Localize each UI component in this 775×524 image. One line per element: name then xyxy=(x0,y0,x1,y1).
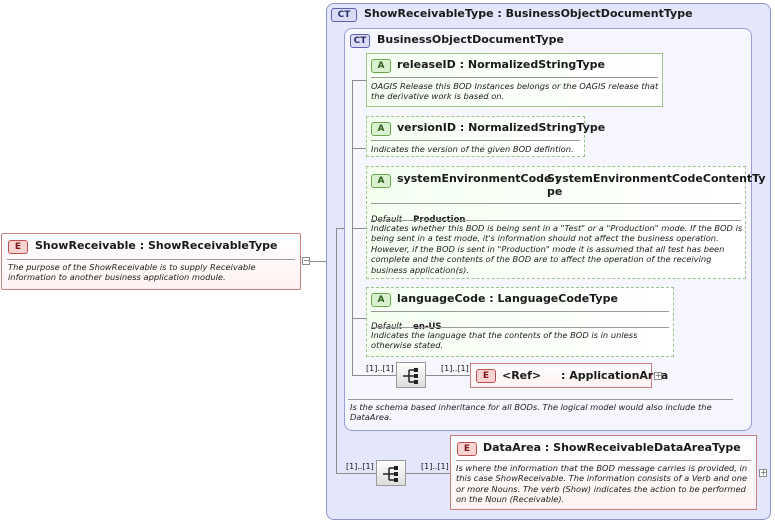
attribute-type-line2: pe xyxy=(547,185,563,198)
attribute-colon: : xyxy=(459,58,465,71)
attribute-type-line1: SystemEnvironmentCodeContentTy xyxy=(547,172,766,185)
attribute-name: languageCode xyxy=(397,292,486,305)
sequence-icon xyxy=(403,368,418,384)
connector-line xyxy=(352,228,366,229)
element-name: DataArea xyxy=(483,441,542,454)
element-badge: E xyxy=(8,240,28,254)
cardinality-label: [1]..[1] xyxy=(421,462,449,471)
root-element-title: ShowReceivable : ShowReceivableType xyxy=(35,239,278,252)
ref-element-title: <Ref> : ApplicationArea xyxy=(502,369,668,382)
element-doc: Is where the information that the BOD me… xyxy=(456,463,748,505)
expand-toggle[interactable]: + xyxy=(654,371,662,380)
sequence-compositor[interactable] xyxy=(376,460,406,486)
attribute-title: languageCode : LanguageCodeType xyxy=(397,292,618,305)
element-badge: E xyxy=(457,442,477,456)
divider xyxy=(371,77,658,78)
divider xyxy=(371,203,741,204)
connector-line xyxy=(426,375,470,376)
root-element-doc: The purpose of the ShowReceivable is to … xyxy=(8,262,256,283)
root-element-box[interactable]: E ShowReceivable : ShowReceivableType Th… xyxy=(1,233,301,290)
element-dataarea[interactable]: E DataArea : ShowReceivableDataAreaType … xyxy=(450,435,757,510)
ref-target: ApplicationArea xyxy=(569,369,669,382)
attribute-doc: Indicates whether this BOD is being sent… xyxy=(371,223,743,275)
connector-line xyxy=(352,80,366,81)
attribute-systemenvironmentcode[interactable]: A systemEnvironmentCode : SystemEnvironm… xyxy=(366,166,766,279)
divider xyxy=(456,460,751,461)
connector-line xyxy=(336,228,337,474)
attribute-badge: A xyxy=(371,122,391,136)
attribute-releaseid[interactable]: A releaseID : NormalizedStringType OAGIS… xyxy=(366,53,663,107)
ref-element-applicationarea[interactable]: E <Ref> : ApplicationArea xyxy=(470,363,668,388)
element-badge: E xyxy=(476,369,496,383)
attribute-type: NormalizedStringType xyxy=(467,58,606,71)
attribute-badge: A xyxy=(371,293,391,307)
divider xyxy=(371,327,669,328)
attribute-doc: Indicates the version of the given BOD d… xyxy=(371,144,574,154)
connector-line xyxy=(336,228,344,229)
attribute-doc: Indicates the language that the contents… xyxy=(371,330,638,351)
attribute-languagecode[interactable]: A languageCode : LanguageCodeType Defaul… xyxy=(366,287,674,357)
element-type: ShowReceivableDataAreaType xyxy=(553,441,741,454)
sequence-icon xyxy=(383,466,398,482)
attribute-title: releaseID : NormalizedStringType xyxy=(397,58,605,71)
attribute-title: versionID : NormalizedStringType xyxy=(397,121,605,134)
attribute-type: NormalizedStringType xyxy=(468,121,606,134)
root-element-colon: : xyxy=(139,239,145,252)
attribute-versionid[interactable]: A versionID : NormalizedStringType Indic… xyxy=(366,116,605,157)
complex-type-title: ShowReceivableType : BusinessObjectDocum… xyxy=(364,7,693,20)
collapse-toggle[interactable]: − xyxy=(302,256,310,265)
divider xyxy=(371,311,669,312)
complex-type-base: BusinessObjectDocumentType xyxy=(505,7,693,20)
attribute-name: releaseID xyxy=(397,58,456,71)
root-element-name: ShowReceivable xyxy=(35,239,136,252)
attribute-badge: A xyxy=(371,174,391,188)
connector-line xyxy=(352,148,366,149)
ref-label: <Ref> xyxy=(502,369,542,382)
connector-line xyxy=(352,318,366,319)
connector-line xyxy=(310,261,326,262)
ref-colon: : xyxy=(561,369,566,382)
attribute-doc: OAGIS Release this BOD Instances belongs… xyxy=(371,81,659,102)
cardinality-label: [1]..[1] xyxy=(366,364,394,373)
cardinality-label: [1]..[1] xyxy=(346,462,374,471)
complex-type-name: ShowReceivableType xyxy=(364,7,494,20)
base-type-name: BusinessObjectDocumentType xyxy=(377,33,564,46)
attribute-colon: : xyxy=(459,121,465,134)
complex-type-badge: CT xyxy=(331,8,357,22)
divider xyxy=(348,399,733,400)
attribute-colon: : xyxy=(489,292,494,305)
divider xyxy=(7,259,295,260)
complex-type-colon: : xyxy=(497,7,502,20)
attribute-type: LanguageCodeType xyxy=(497,292,618,305)
attribute-colon: : xyxy=(555,172,560,185)
expand-toggle[interactable]: + xyxy=(759,468,767,477)
divider xyxy=(371,140,580,141)
divider xyxy=(371,220,741,221)
attribute-name: systemEnvironmentCode xyxy=(397,172,552,185)
element-colon: : xyxy=(544,441,550,454)
cardinality-label: [1]..[1] xyxy=(441,364,469,373)
connector-line xyxy=(336,473,376,474)
root-element-type: ShowReceivableType xyxy=(147,239,278,252)
sequence-compositor[interactable] xyxy=(396,362,426,388)
attribute-badge: A xyxy=(371,59,391,73)
attribute-name-line: systemEnvironmentCode : xyxy=(397,172,560,185)
element-title: DataArea : ShowReceivableDataAreaType xyxy=(483,441,741,454)
base-type-doc: Is the schema based inheritance for all … xyxy=(350,402,712,423)
connector-line xyxy=(406,473,450,474)
attribute-name: versionID xyxy=(397,121,456,134)
base-type-badge: CT xyxy=(350,34,370,48)
connector-line xyxy=(352,375,396,376)
